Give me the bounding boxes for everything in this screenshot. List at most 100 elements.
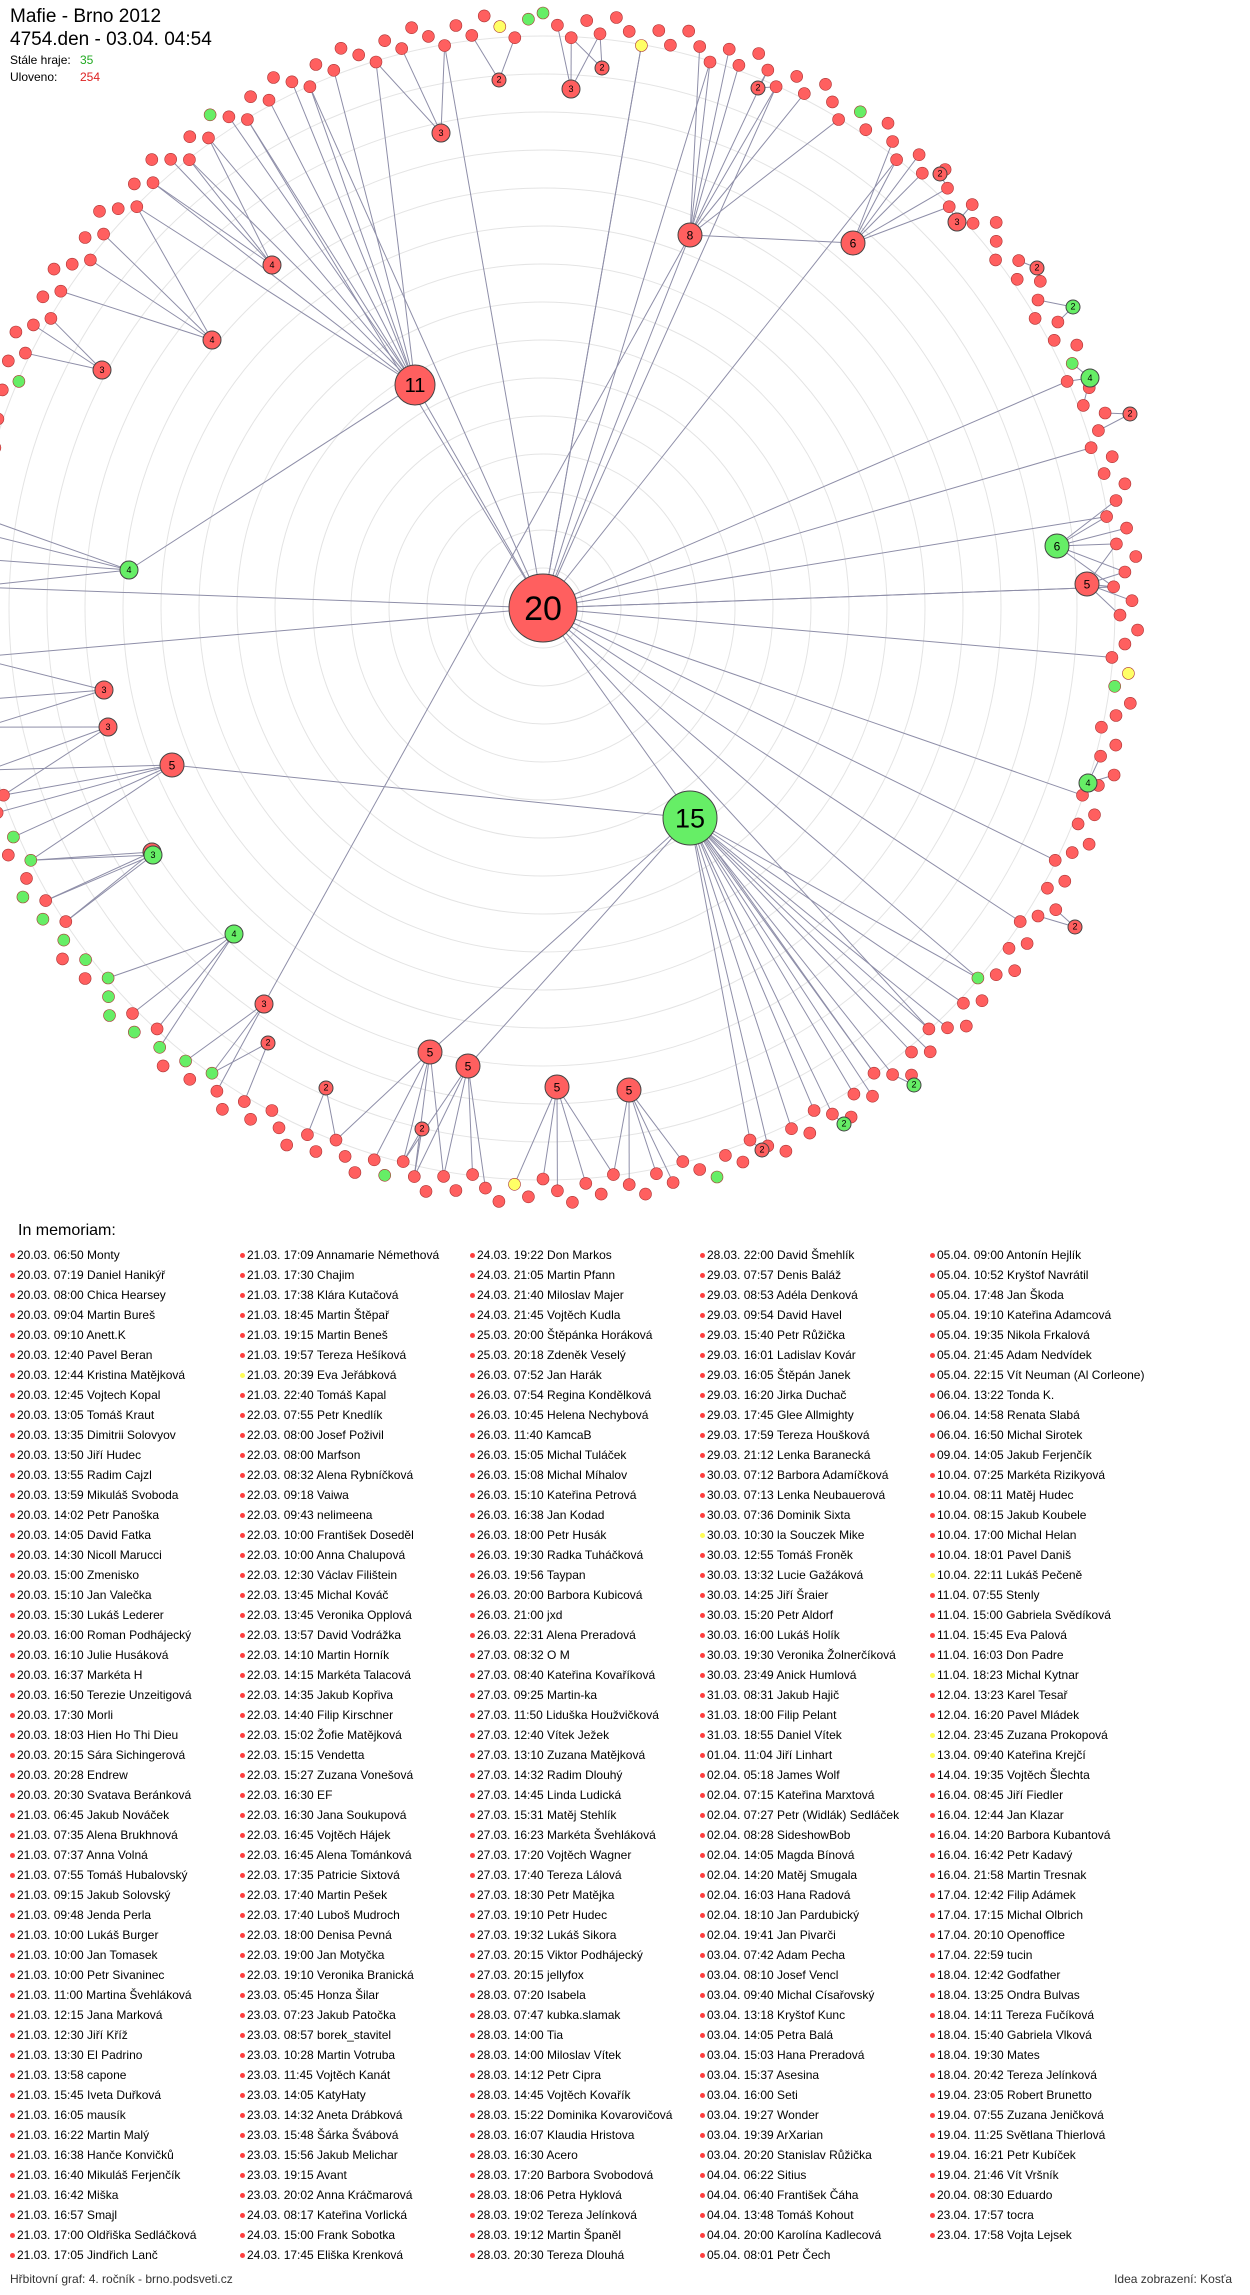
footer-idea: Idea zobrazení: Kosťa <box>1114 2272 1232 2286</box>
player-node <box>508 1178 521 1191</box>
player-node <box>303 80 317 93</box>
player-node <box>922 1022 936 1036</box>
player-node <box>607 1168 620 1181</box>
memoriam-entry-text: 16.04. 21:58 Martin Tresnak <box>937 1868 1087 1882</box>
status-dot-icon <box>470 1393 475 1399</box>
memoriam-entry: 28.03. 20:30 Tereza Dlouhá <box>470 2245 702 2265</box>
memoriam-entry-text: 31.03. 18:55 Daniel Vítek <box>707 1728 842 1742</box>
status-dot-icon <box>10 1533 15 1539</box>
player-node <box>650 1167 663 1180</box>
kill-edge <box>612 1089 630 1175</box>
memoriam-entry-text: 20.03. 16:10 Julie Husáková <box>17 1648 169 1662</box>
status-dot-icon <box>930 1293 935 1299</box>
kill-edge <box>291 81 416 386</box>
player-node <box>417 1039 443 1065</box>
status-dot-icon <box>10 1313 15 1319</box>
status-dot-icon <box>10 1633 15 1639</box>
status-dot-icon <box>470 2173 475 2179</box>
player-node <box>847 1087 861 1101</box>
memoriam-entry: 02.04. 07:15 Kateřina Marxtová <box>700 1785 932 1805</box>
status-dot-icon <box>240 2053 245 2059</box>
status-dot-icon <box>700 1553 705 1559</box>
status-dot-icon <box>700 2053 705 2059</box>
status-dot-icon <box>930 1973 935 1979</box>
status-dot-icon <box>930 2133 935 2139</box>
player-node <box>693 40 707 53</box>
status-dot-icon <box>930 1653 935 1659</box>
status-dot-icon <box>10 1573 15 1579</box>
player-node <box>449 1184 463 1197</box>
kill-edge <box>402 1065 469 1162</box>
status-dot-icon <box>470 1993 475 1999</box>
player-node <box>1044 533 1070 559</box>
status-dot-icon <box>700 1913 705 1919</box>
player-node <box>24 853 38 867</box>
memoriam-entry: 28.03. 18:06 Petra Hyklová <box>470 2185 702 2205</box>
player-node <box>1110 537 1123 551</box>
memoriam-entry-text: 26.03. 07:54 Regina Kondělková <box>477 1388 652 1402</box>
memoriam-entry-text: 17.04. 17:15 Michal Olbrich <box>937 1908 1084 1922</box>
memoriam-entry: 05.04. 09:00 Antonín Hejlík <box>930 1245 1162 1265</box>
memoriam-entry-text: 21.03. 12:15 Jana Marková <box>17 2008 163 2022</box>
memoriam-entry-text: 22.03. 13:57 David Vodrážka <box>247 1628 402 1642</box>
status-dot-icon <box>470 1773 475 1779</box>
status-dot-icon <box>470 2193 475 2199</box>
memoriam-entry: 21.03. 16:22 Martin Malý <box>10 2125 242 2145</box>
memoriam-entry: 19.04. 21:46 Vít Vršník <box>930 2165 1162 2185</box>
memoriam-entry-text: 21.03. 10:00 Jan Tomasek <box>17 1948 158 1962</box>
memoriam-entry: 22.03. 13:45 Veronika Opplová <box>240 1605 472 1625</box>
memoriam-entry: 21.03. 16:05 mausík <box>10 2105 242 2125</box>
memoriam-entry-text: 23.03. 15:48 Šárka Švábová <box>247 2128 399 2142</box>
memoriam-entry-text: 20.03. 17:30 Morli <box>17 1708 114 1722</box>
memoriam-entry-text: 26.03. 16:38 Jan Kodad <box>477 1508 605 1522</box>
memoriam-entry-text: 20.03. 16:37 Markéta H <box>17 1668 143 1682</box>
memoriam-entry: 20.03. 15:30 Lukáš Lederer <box>10 1605 242 1625</box>
status-dot-icon <box>10 1853 15 1859</box>
memoriam-entry: 24.03. 19:22 Don Markos <box>470 1245 702 1265</box>
memoriam-entry-text: 26.03. 15:05 Michal Tuláček <box>477 1448 627 1462</box>
player-node <box>1029 260 1045 276</box>
memoriam-entry: 20.03. 13:59 Mikuláš Svoboda <box>10 1485 242 1505</box>
status-dot-icon <box>930 1373 935 1379</box>
status-dot-icon <box>10 1453 15 1459</box>
player-node <box>752 47 766 60</box>
status-dot-icon <box>930 1893 935 1899</box>
player-node <box>79 953 92 967</box>
kill-count-label: 6 <box>1054 539 1061 553</box>
kill-edge <box>128 384 416 571</box>
memoriam-entry-text: 21.03. 17:38 Klára Kutačová <box>247 1288 399 1302</box>
memoriam-entry: 22.03. 14:40 Filip Kirschner <box>240 1705 472 1725</box>
memoriam-entry: 03.04. 15:37 Asesina <box>700 2065 932 2085</box>
memoriam-entry-text: 21.03. 16:22 Martin Malý <box>17 2128 150 2142</box>
status-dot-icon <box>930 1693 935 1699</box>
memoriam-entry-text: 03.04. 16:00 Seti <box>707 2088 798 2102</box>
player-node <box>334 41 348 55</box>
status-dot-icon <box>470 1553 475 1559</box>
status-dot-icon <box>240 2233 245 2239</box>
player-node <box>222 110 236 124</box>
player-node <box>779 1144 793 1158</box>
memoriam-entry-text: 21.03. 19:57 Tereza Hešíková <box>247 1348 407 1362</box>
player-node <box>378 34 392 48</box>
kill-count-label: 4 <box>269 260 274 270</box>
player-node <box>1049 903 1063 917</box>
memoriam-entry-text: 27.03. 18:30 Petr Matějka <box>477 1888 615 1902</box>
memoriam-entry-text: 26.03. 15:10 Kateřina Petrová <box>477 1488 637 1502</box>
player-node <box>989 968 1003 982</box>
kill-count-label: 11 <box>405 375 426 397</box>
memoriam-entry: 24.03. 21:05 Martin Pfann <box>470 1265 702 1285</box>
player-node <box>1074 571 1100 597</box>
memoriam-entry: 27.03. 12:40 Vítek Ježek <box>470 1725 702 1745</box>
kill-edge <box>542 1086 558 1180</box>
kill-edge <box>440 45 446 134</box>
status-dot-icon <box>700 2133 705 2139</box>
memoriam-entry: 04.04. 20:00 Karolína Kadlecová <box>700 2225 932 2245</box>
memoriam-entry-text: 06.04. 14:58 Renata Slabá <box>937 1408 1080 1422</box>
ring <box>8 73 1078 1143</box>
player-node <box>941 1021 954 1035</box>
memoriam-entry-text: 04.04. 06:40 František Čáha <box>707 2188 859 2202</box>
memoriam-entry-text: 20.03. 13:55 Radim Cajzl <box>17 1468 152 1482</box>
status-dot-icon <box>10 2113 15 2119</box>
memoriam-entry-text: 21.03. 13:30 El Padrino <box>17 2048 143 2062</box>
memoriam-entry-text: 11.04. 07:55 Stenly <box>937 1588 1040 1602</box>
